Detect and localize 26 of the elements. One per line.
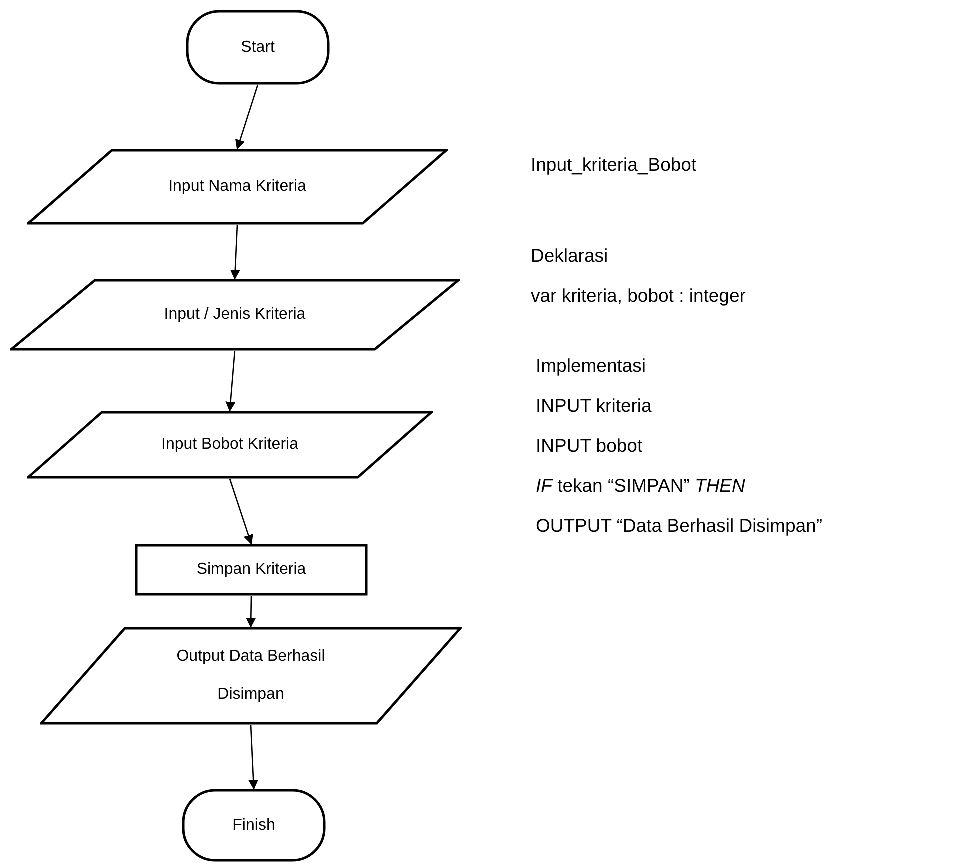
pseudocode-text: Implementasi <box>536 354 646 378</box>
pseudocode-text: INPUT kriteria <box>536 394 652 418</box>
io-parallelogram <box>10 279 460 351</box>
pseudocode-text: IF tekan “SIMPAN” THEN <box>536 474 746 498</box>
arrow <box>235 84 259 150</box>
node-text: Finish <box>232 816 276 836</box>
arrow <box>246 596 256 628</box>
pseudocode-text: Input_kriteria_Bobot <box>531 153 697 177</box>
arrow <box>229 478 254 545</box>
node-text: Start <box>241 38 275 58</box>
node-text: Input Bobot Kriteria <box>162 435 298 455</box>
arrow <box>226 350 236 412</box>
io-parallelogram <box>27 411 433 479</box>
process-box <box>135 544 368 596</box>
node-text: Input Nama Kriteria <box>168 177 306 197</box>
io-parallelogram <box>27 149 448 225</box>
io-parallelogram <box>40 627 462 725</box>
arrow <box>248 724 259 790</box>
pseudocode-text: OUTPUT “Data Berhasil Disimpan” <box>536 514 822 538</box>
node-text: Input / Jenis Kriteria <box>164 305 306 325</box>
pseudocode-text: Deklarasi <box>531 244 608 268</box>
node-text: Simpan Kriteria <box>196 560 306 580</box>
pseudocode-text: var kriteria, bobot : integer <box>531 284 746 308</box>
arrow <box>230 224 240 280</box>
node-text: Output Data Berhasil Disimpan <box>176 647 326 705</box>
pseudocode-text: INPUT bobot <box>536 434 643 458</box>
